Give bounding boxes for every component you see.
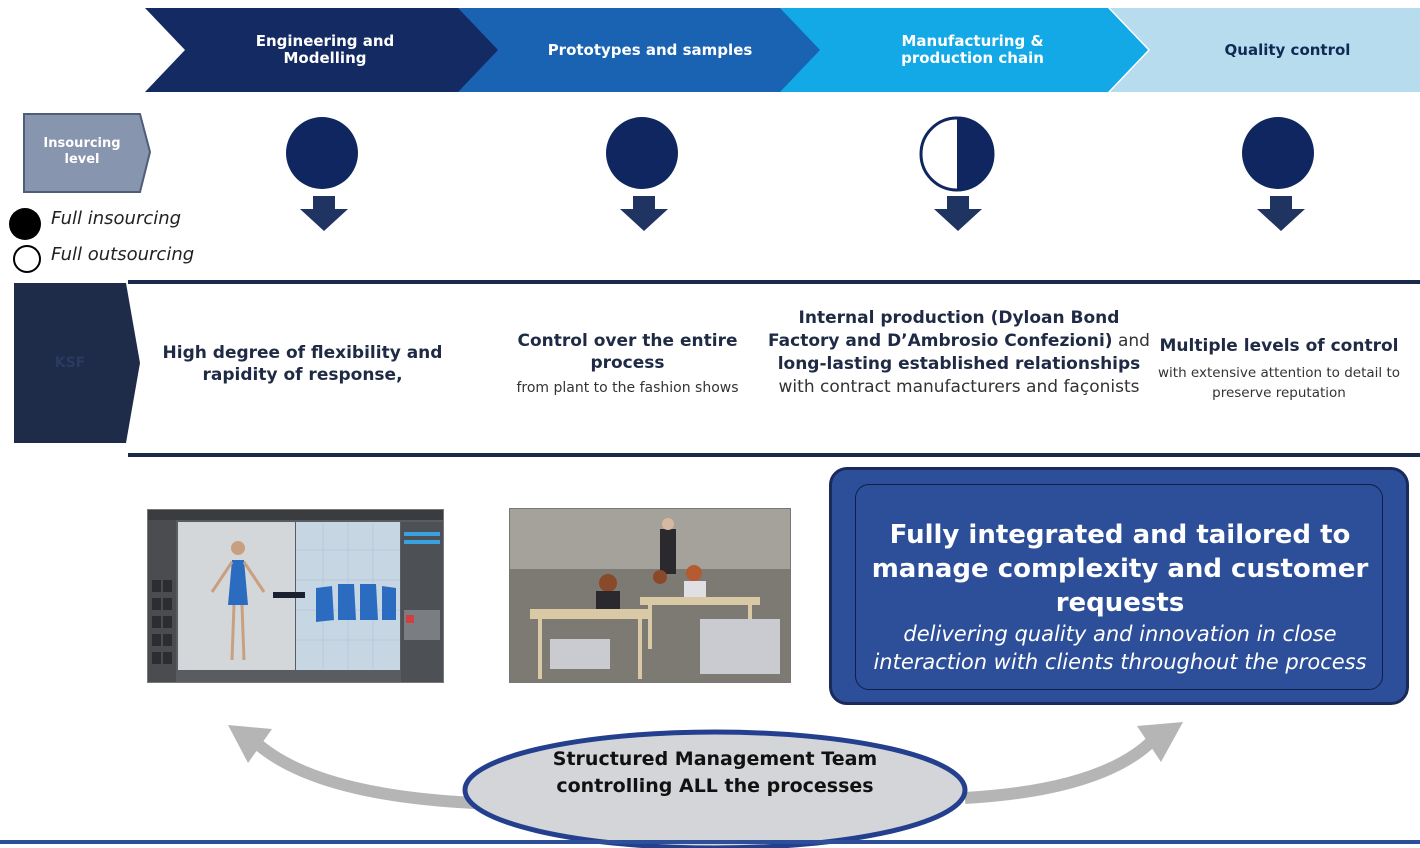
process-chevrons	[145, 8, 1420, 92]
insourcing-half-circle-manufacturing	[919, 116, 995, 192]
right-curved-arrow-icon	[964, 722, 1183, 804]
chevron-quality	[1110, 8, 1420, 92]
ksf-tag	[14, 283, 140, 443]
ksf-quality-title: Multiple levels of control	[1159, 336, 1399, 356]
integrated-box-title: Fully integrated and tailored to manage …	[871, 520, 1369, 618]
legend-full-outsourcing: Full outsourcing	[51, 244, 195, 265]
legend-full-insourcing: Full insourcing	[51, 208, 182, 229]
ksf-production-text-1: and	[1112, 331, 1150, 351]
workshop-image	[509, 508, 791, 683]
bottom-divider	[0, 840, 1420, 844]
management-label: Structured Management Team controlling A…	[552, 748, 878, 797]
ksf-production: Internal production (Dyloan Bond Factory…	[768, 307, 1150, 399]
ksf-control-sub: from plant to the fashion shows	[516, 380, 739, 396]
down-arrow-icon	[620, 196, 668, 231]
chevron-label-manufacturing: Manufacturing & production chain	[901, 32, 1044, 67]
ksf-flexibility-title: High degree of flexibility and rapidity …	[162, 343, 443, 385]
cad-software-image	[147, 509, 444, 683]
insourcing-full-circle-engineering	[286, 117, 358, 189]
chevron-engineering	[145, 8, 506, 92]
legend-empty-circle-icon	[13, 245, 41, 273]
ksf-control: Control over the entire process from pla…	[490, 330, 765, 398]
ksf-control-title: Control over the entire process	[517, 331, 738, 373]
left-curved-arrow-icon	[228, 725, 476, 809]
ksf-top-divider	[128, 280, 1420, 284]
chevron-label-prototypes: Prototypes and samples	[547, 40, 753, 59]
integrated-box-inner-frame	[855, 484, 1383, 690]
down-arrow-icon	[300, 196, 348, 231]
integrated-box	[829, 467, 1409, 705]
chevron-label-quality: Quality control	[1224, 40, 1351, 59]
down-arrow-icon	[934, 196, 982, 231]
ksf-bottom-divider	[128, 453, 1420, 457]
insourcing-level-label: Insourcing level	[43, 136, 121, 167]
insourcing-level-tag	[23, 113, 152, 193]
management-ellipse	[462, 729, 968, 848]
ksf-production-bold-1: Internal production (Dyloan Bond Factory…	[768, 308, 1120, 351]
chevron-label-engineering: Engineering and Modelling	[255, 32, 395, 67]
ksf-quality-sub: with extensive attention to detail to pr…	[1157, 365, 1401, 401]
chevron-prototypes	[458, 8, 823, 92]
insourcing-full-circle-quality	[1242, 117, 1314, 189]
down-arrow-icon	[1257, 196, 1305, 231]
chevron-manufacturing	[780, 8, 1148, 92]
ksf-quality: Multiple levels of control with extensiv…	[1148, 335, 1410, 403]
down-arrows	[300, 196, 1305, 231]
ksf-label: KSF	[54, 354, 86, 371]
integrated-box-subtitle: delivering quality and innovation in clo…	[873, 622, 1367, 674]
ksf-production-text-2: with contract manufacturers and façonist…	[778, 377, 1140, 397]
insourcing-full-circle-prototypes	[606, 117, 678, 189]
ksf-production-bold-2: long-lasting established relationships	[777, 354, 1141, 374]
ksf-flexibility: High degree of flexibility and rapidity …	[160, 342, 445, 386]
legend-full-circle-icon	[9, 208, 41, 240]
